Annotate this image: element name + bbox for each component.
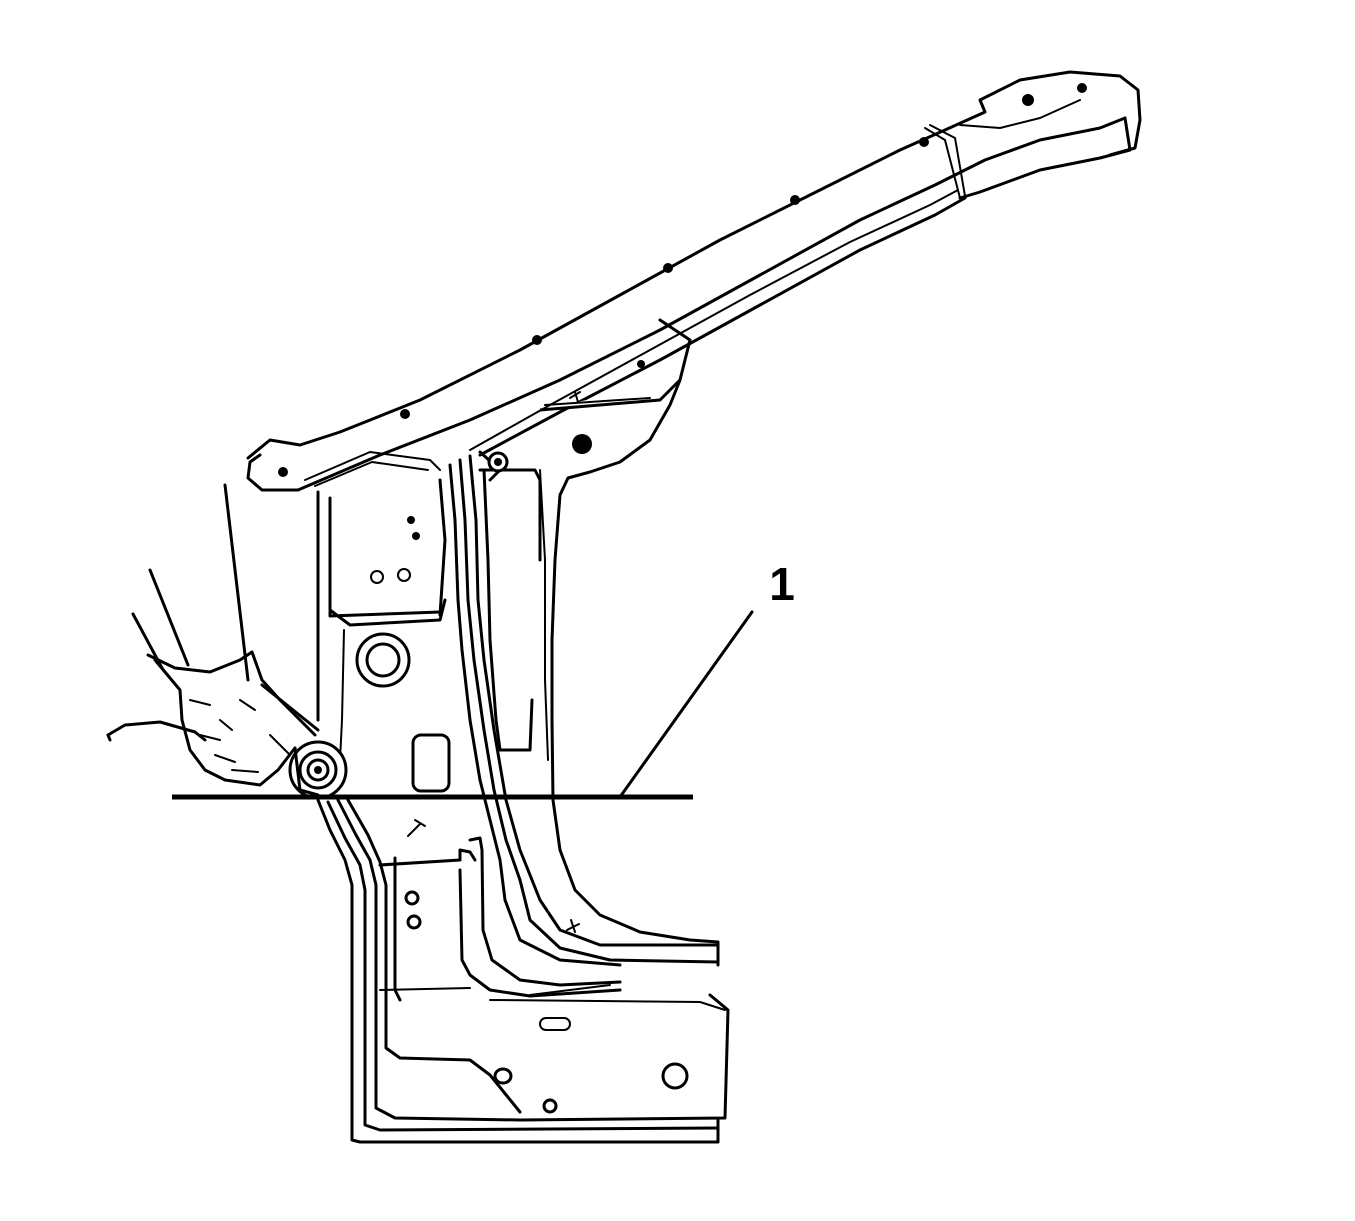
pillar-upper xyxy=(316,318,720,967)
callout-number: 1 xyxy=(769,558,795,610)
leader-line xyxy=(618,610,754,799)
pillar-lower xyxy=(316,798,730,1144)
roof-rail xyxy=(246,70,1142,492)
cut-line-callout: 1 xyxy=(172,558,795,800)
hand-with-cutting-tool xyxy=(106,483,348,800)
